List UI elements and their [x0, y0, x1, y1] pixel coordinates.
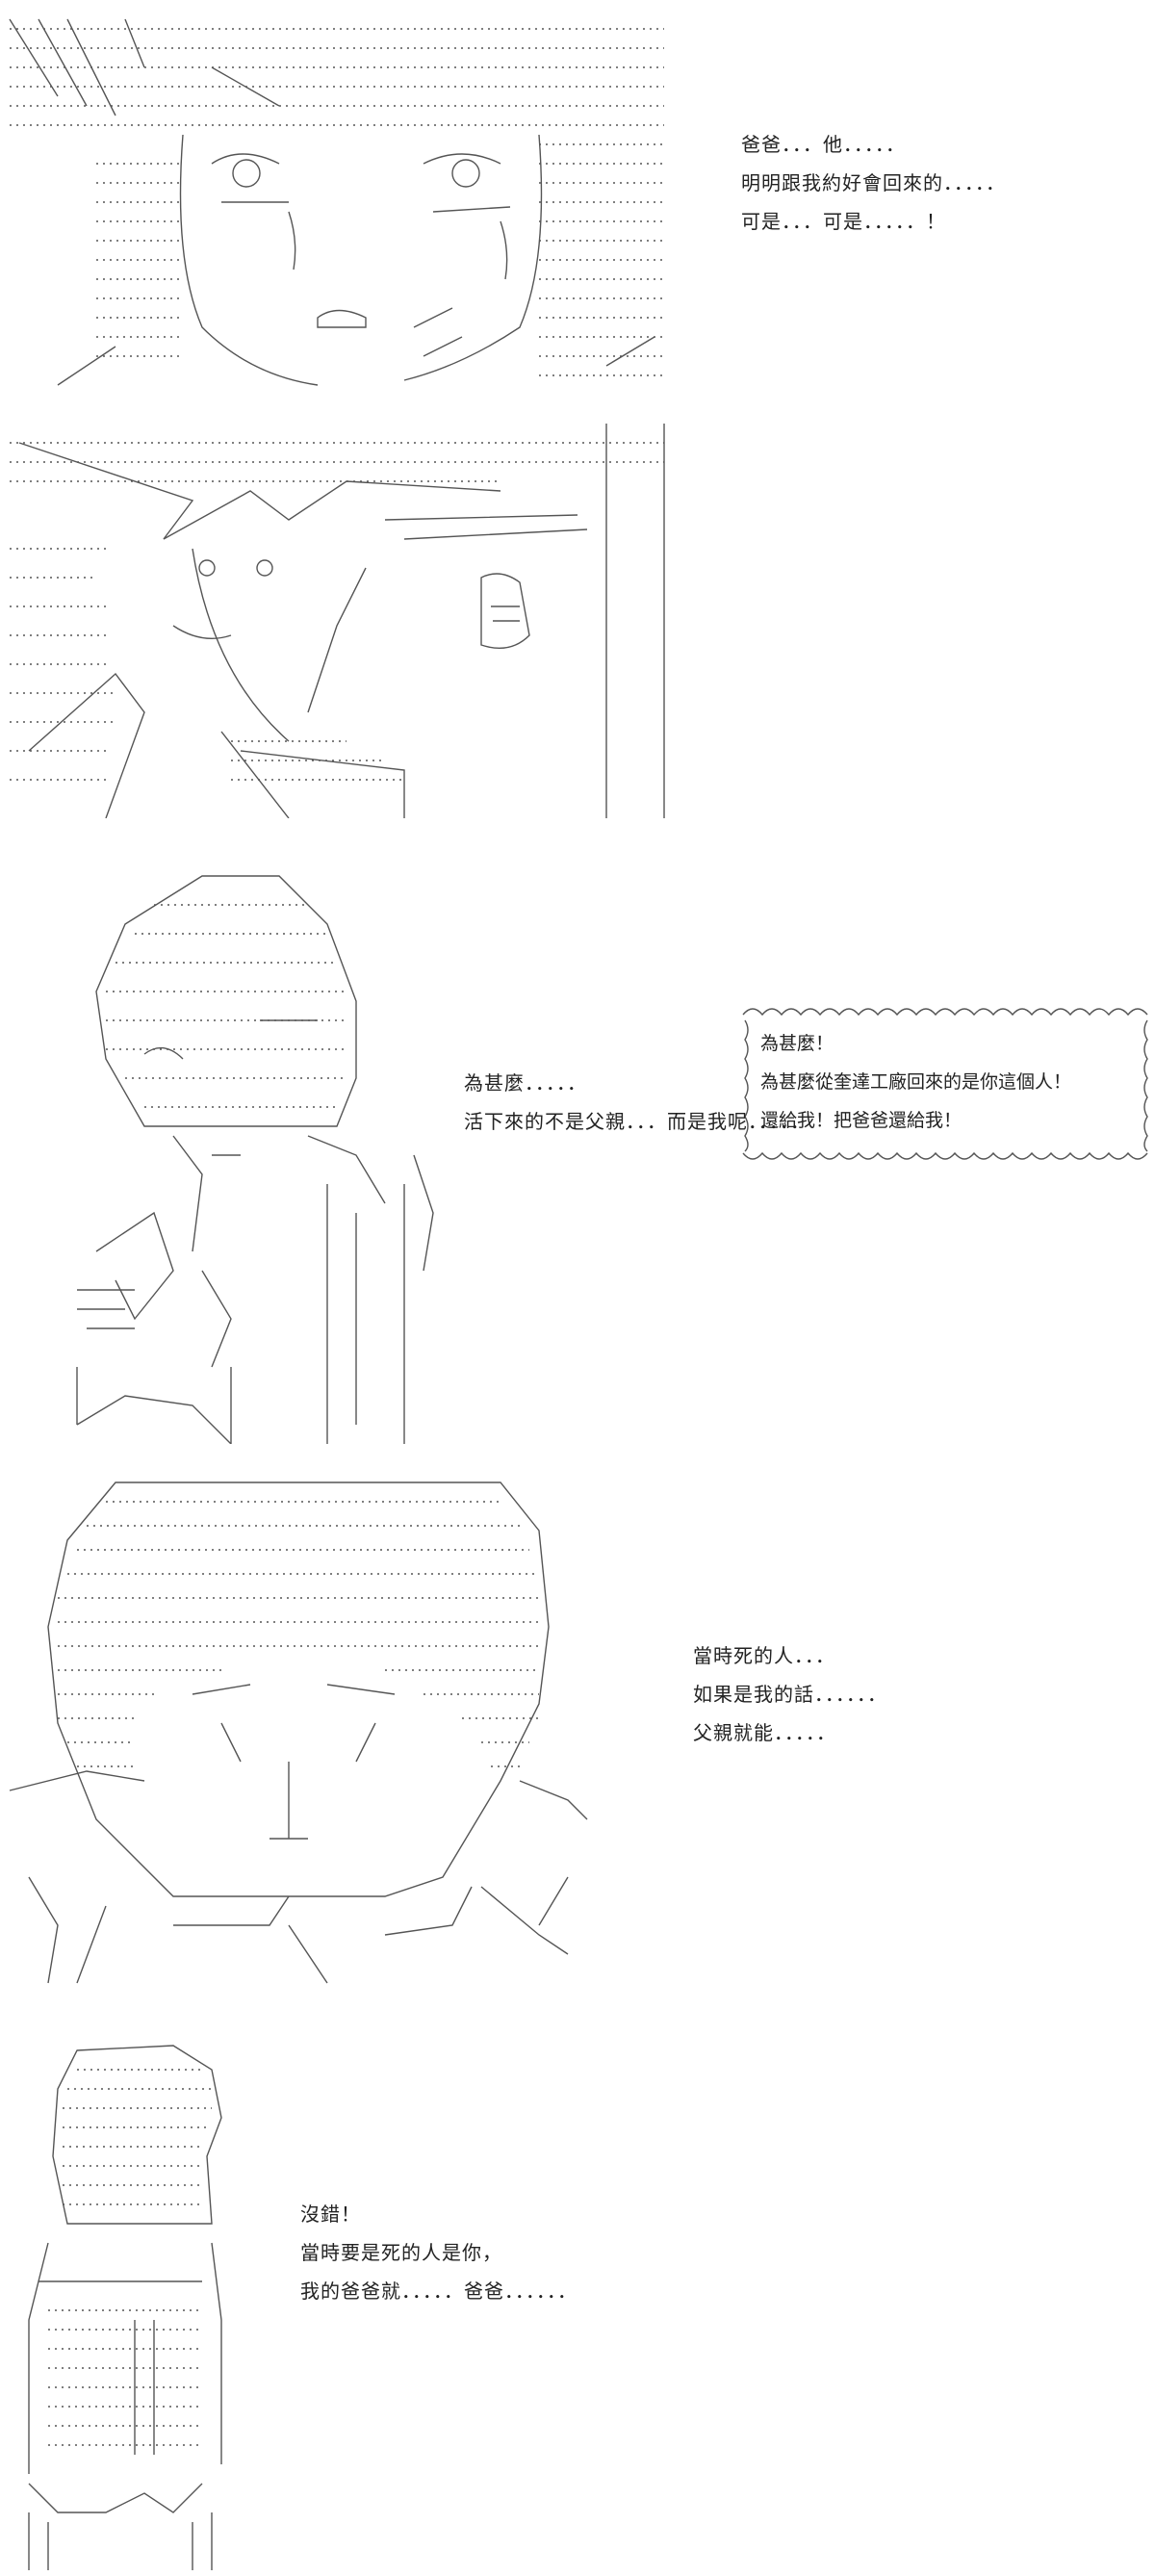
bubble-line: 為甚麼從奎達工廠回來的是你這個人！	[760, 1071, 1072, 1093]
spiky-bubble-outline	[742, 1008, 1148, 1160]
ascii-art-angry-child	[0, 424, 674, 818]
ascii-art-back-view-figure	[10, 2031, 260, 2570]
panel-1: 爸爸．．．他．．．．． 明明跟我約好會回來的．．．．． 可是．．．可是．．．．．…	[0, 0, 1155, 414]
panel-5: 沒錯！ 當時要是死的人是你， 我的爸爸就．．．．．爸爸．．．．．．	[0, 2031, 1155, 2576]
panel-4: 當時死的人．．． 如果是我的話．．．．．． 父親就能．．．．．	[0, 1473, 1155, 2012]
panel-4-dialog: 當時死的人．．． 如果是我的話．．．．．． 父親就能．．．．．	[693, 1636, 887, 1752]
panel-5-dialog: 沒錯！ 當時要是死的人是你， 我的爸爸就．．．．．爸爸．．．．．．	[300, 2195, 578, 2310]
bubble-text: 為甚麼！ 為甚麼從奎達工廠回來的是你這個人！ 還給我！把爸爸還給我！	[760, 1024, 1071, 1140]
dialog-line: 爸爸．．．他．．．．．	[741, 133, 906, 156]
ascii-art-standing-figures	[38, 866, 481, 1444]
bubble-line: 還給我！把爸爸還給我！	[760, 1110, 962, 1131]
kneeling-figure-illustration	[9, 1481, 588, 1984]
back-view-figure-illustration	[28, 2045, 222, 2570]
angry-child-illustration	[10, 424, 665, 818]
dialog-line: 沒錯！	[300, 2202, 361, 2226]
shout-speech-bubble: 為甚麼！ 為甚麼從奎達工廠回來的是你這個人！ 還給我！把爸爸還給我！	[739, 1001, 1153, 1167]
dialog-line: 為甚麼．．．．．	[464, 1071, 587, 1095]
dialog-line: 當時要是死的人是你，	[300, 2241, 502, 2264]
crying-child-illustration	[9, 18, 664, 386]
panel-3-dialog: 為甚麼．．．．． 活下來的不是父親．．．而是我呢．．．．．	[464, 1064, 810, 1141]
panel-1-dialog: 爸爸．．．他．．．．． 明明跟我約好會回來的．．．．． 可是．．．可是．．．．．…	[741, 125, 1006, 241]
standing-figures-illustration	[76, 875, 434, 1444]
ascii-art-kneeling-figure	[0, 1473, 635, 2012]
panel-3: 為甚麼．．．．． 活下來的不是父親．．．而是我呢．．．．．	[0, 847, 1155, 1463]
dialog-line: 父親就能．．．．．	[693, 1721, 836, 1744]
dialog-line: 我的爸爸就．．．．．爸爸．．．．．．	[300, 2280, 578, 2303]
dialog-line: 可是．．．可是．．．．．！	[741, 210, 946, 233]
dialog-line: 當時死的人．．．	[693, 1644, 835, 1667]
dialog-line: 明明跟我約好會回來的．．．．．	[741, 171, 1006, 194]
bubble-line: 為甚麼！	[760, 1033, 834, 1054]
ascii-art-crying-child	[0, 10, 674, 404]
dialog-line: 如果是我的話．．．．．．	[693, 1683, 887, 1706]
dialog-line: 活下來的不是父親．．．而是我呢．．．．．	[464, 1110, 810, 1133]
panel-2: 為甚麼！ 為甚麼從奎達工廠回來的是你這個人！ 還給我！把爸爸還給我！	[0, 424, 1155, 1160]
